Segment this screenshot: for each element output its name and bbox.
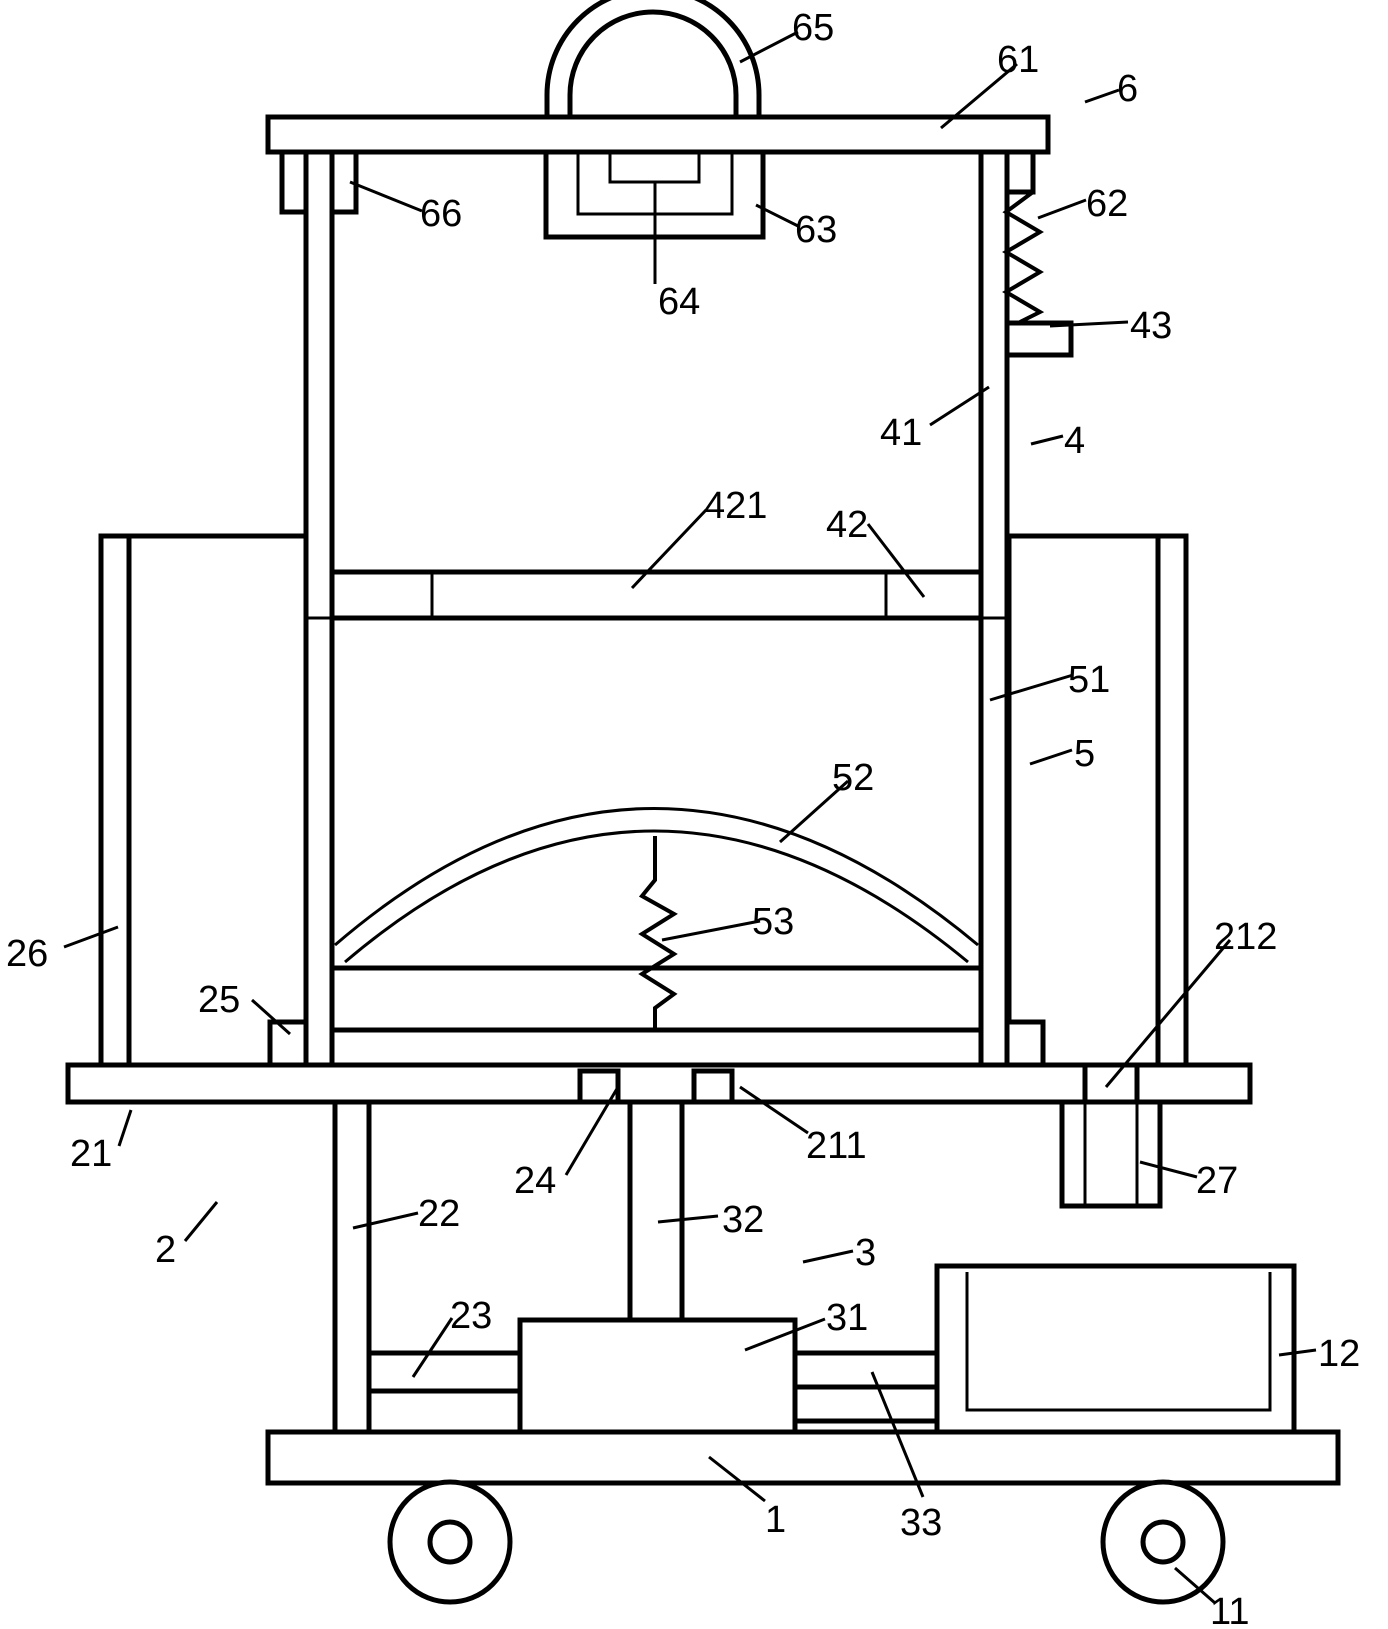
label-31: 31 (826, 1297, 868, 1339)
label-43: 43 (1130, 305, 1172, 347)
label-421: 421 (704, 485, 767, 527)
block-23-upper (366, 1350, 523, 1394)
handle-65 (544, 0, 762, 120)
label-63: 63 (795, 209, 837, 251)
clamp-63 (543, 149, 766, 240)
support-leg-left (332, 1099, 372, 1435)
label-211: 211 (806, 1125, 867, 1167)
label-25: 25 (198, 979, 240, 1021)
label-61: 61 (997, 39, 1039, 81)
label-1: 1 (765, 1499, 786, 1541)
block-43 (1004, 320, 1074, 358)
label-4: 4 (1064, 420, 1085, 462)
label-51: 51 (1068, 659, 1110, 701)
block-23-lower (366, 1388, 523, 1435)
label-33: 33 (900, 1502, 942, 1544)
block-62-top (1004, 149, 1036, 195)
label-212: 212 (1214, 916, 1277, 958)
label-12: 12 (1318, 1333, 1360, 1375)
label-62: 62 (1086, 183, 1128, 225)
post-left (303, 149, 335, 1068)
block-66-left (279, 149, 309, 215)
side-plate-left (98, 533, 309, 1068)
block-25-right (1004, 1019, 1046, 1068)
label-41: 41 (880, 412, 922, 454)
label-11: 11 (1210, 1591, 1249, 1629)
tray-42 (329, 569, 984, 621)
part-labels: 65 61 6 66 63 64 62 43 41 4 421 42 51 5 … (6, 7, 1360, 1629)
label-27: 27 (1196, 1160, 1238, 1202)
wheel-right (1100, 1479, 1226, 1605)
slot-212 (1082, 1062, 1140, 1105)
connector-33-lower (792, 1384, 940, 1424)
label-6: 6 (1117, 68, 1138, 110)
arch-52 (334, 807, 979, 964)
platform-21 (65, 1062, 1253, 1105)
bearing-211 (691, 1068, 735, 1105)
wheel-left (387, 1479, 513, 1605)
plate-5-lower (329, 1027, 984, 1068)
label-64: 64 (658, 281, 700, 323)
box-12 (934, 1263, 1297, 1435)
label-21: 21 (70, 1133, 112, 1175)
label-26: 26 (6, 933, 48, 975)
label-32: 32 (722, 1199, 764, 1241)
spring-62 (1002, 190, 1045, 324)
label-23: 23 (450, 1295, 492, 1337)
motor-31 (517, 1317, 798, 1435)
label-66: 66 (420, 193, 462, 235)
block-25-left (267, 1019, 309, 1068)
connector-33-upper (792, 1350, 940, 1390)
label-22: 22 (418, 1193, 460, 1235)
side-plate-right (1006, 533, 1189, 1068)
post-right (978, 149, 1010, 1068)
label-52: 52 (832, 757, 874, 799)
top-plate-61 (265, 114, 1051, 155)
label-5: 5 (1074, 733, 1095, 775)
label-3: 3 (855, 1232, 876, 1274)
label-42: 42 (826, 504, 868, 546)
spring-53 (638, 836, 678, 1030)
label-65: 65 (792, 7, 834, 49)
base-plate (265, 1429, 1341, 1486)
block-27 (1059, 1099, 1163, 1209)
leader-lines (63, 30, 1317, 1605)
label-2: 2 (155, 1229, 176, 1271)
label-24: 24 (514, 1160, 556, 1202)
label-53: 53 (752, 901, 794, 943)
